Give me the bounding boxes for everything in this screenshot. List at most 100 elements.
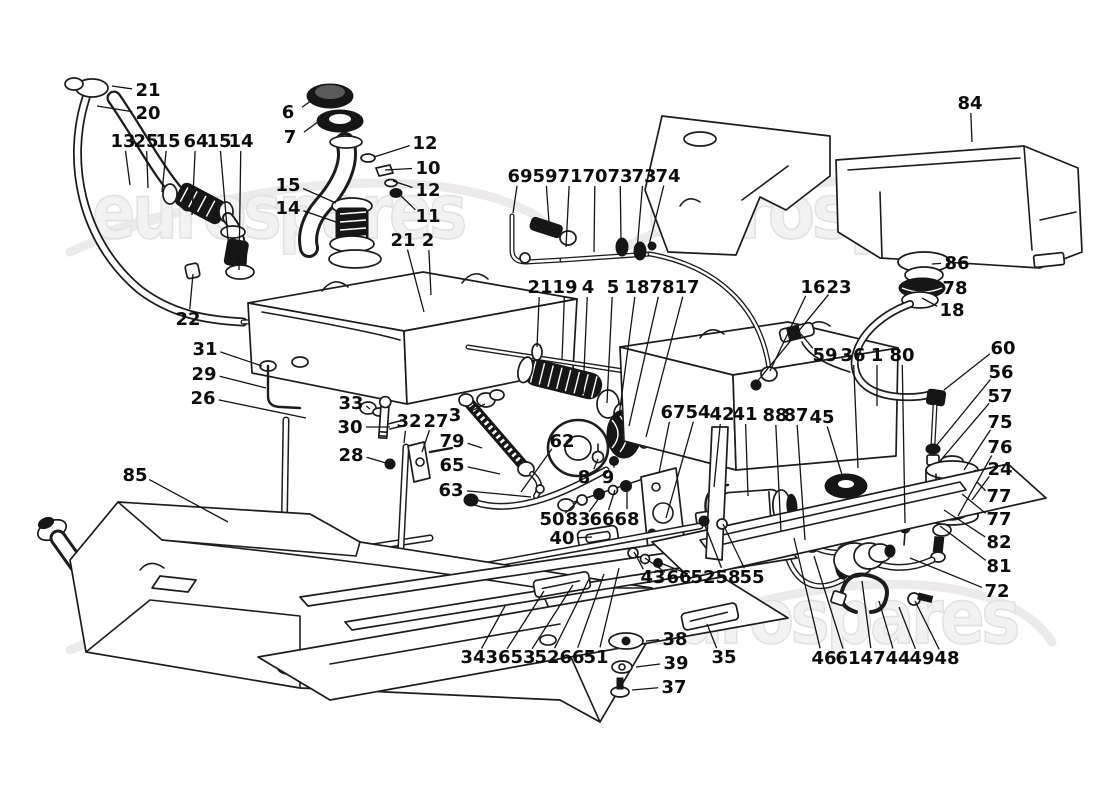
leader-line-36 (506, 590, 545, 650)
leader-line-42 (713, 423, 721, 488)
breather-pipe (465, 343, 627, 374)
part-label-27: 27 (423, 411, 448, 432)
part-label-36: 36 (485, 647, 510, 668)
part-label-79: 79 (439, 431, 464, 452)
leader-line-34 (480, 605, 506, 649)
leader-line-53 (531, 584, 574, 650)
part-label-83: 83 (565, 509, 590, 530)
heat-shield (644, 115, 1083, 269)
leader-line-27 (421, 429, 431, 453)
leader-line-77 (961, 493, 987, 514)
leader-line-65 (467, 466, 501, 475)
part-label-15: 15 (206, 131, 231, 152)
part-label-39: 39 (663, 653, 688, 674)
leader-line-44 (878, 600, 894, 649)
part-label-15: 15 (275, 175, 300, 196)
part-label-14: 14 (228, 131, 253, 152)
leader-line-54 (665, 421, 695, 519)
braided-hose (458, 389, 545, 499)
part-label-31: 31 (192, 339, 217, 360)
part-label-48: 48 (934, 648, 959, 669)
leader-line-48 (914, 600, 940, 650)
part-label-18: 18 (939, 300, 964, 321)
part-label-63: 63 (438, 480, 463, 501)
watermark-text: eurospares (92, 167, 465, 256)
part-label-52: 52 (534, 647, 559, 668)
leader-line-73 (636, 185, 644, 251)
leader-line-75 (963, 429, 991, 471)
leader-line-28 (366, 456, 387, 464)
leader-line-25 (146, 150, 149, 189)
leader-line-78 (929, 285, 940, 288)
leader-line-19 (561, 296, 565, 361)
leader-line-21 (536, 296, 540, 348)
leader-line-74 (648, 185, 665, 246)
leader-line-18 (618, 296, 636, 417)
part-label-61: 61 (835, 648, 860, 669)
part-label-53: 53 (510, 647, 535, 668)
leader-line-18 (921, 297, 938, 307)
leader-line-15 (302, 187, 337, 204)
leader-line-31 (220, 351, 263, 367)
leader-line-60 (943, 353, 991, 391)
leader-line-52 (657, 561, 689, 575)
part-label-78: 78 (942, 278, 967, 299)
part-label-82: 82 (986, 532, 1011, 553)
part-label-41: 41 (732, 404, 757, 425)
part-label-1: 1 (871, 345, 884, 366)
part-label-18: 18 (624, 277, 649, 298)
part-label-40: 40 (549, 528, 574, 549)
leader-line-40 (577, 536, 593, 539)
leader-line-71 (565, 185, 570, 248)
leader-line-3 (469, 403, 486, 413)
leader-line-12 (373, 145, 410, 158)
leader-line-67 (658, 421, 671, 474)
part-label-66: 66 (559, 647, 584, 668)
part-label-11: 11 (415, 206, 440, 227)
part-label-7: 7 (284, 127, 297, 148)
leader-line-66 (607, 489, 616, 511)
part-label-77: 77 (986, 486, 1011, 507)
leader-lines (96, 85, 993, 691)
grommet-hose-right (850, 251, 951, 466)
leader-line-52 (554, 578, 590, 649)
part-label-76: 76 (987, 437, 1012, 458)
part-label-10: 10 (415, 158, 440, 179)
part-label-57: 57 (987, 386, 1012, 407)
part-label-55: 55 (739, 567, 764, 588)
leader-line-21 (406, 249, 425, 313)
part-label-32: 32 (396, 411, 421, 432)
part-label-34: 34 (460, 647, 485, 668)
leader-line-14 (238, 150, 242, 271)
part-label-67: 67 (660, 402, 685, 423)
part-label-88: 88 (762, 405, 787, 426)
leader-line-21 (111, 85, 133, 90)
part-label-5: 5 (607, 277, 620, 298)
vent-pipe-assembly (509, 213, 778, 391)
leader-line-82 (943, 509, 986, 538)
part-label-29: 29 (191, 364, 216, 385)
leader-line-23 (755, 294, 830, 384)
leader-line-80 (901, 364, 906, 524)
part-label-42: 42 (709, 404, 734, 425)
part-label-56: 56 (988, 362, 1013, 383)
part-label-19: 19 (552, 277, 577, 298)
leader-line-79 (467, 442, 483, 449)
leader-line-55 (722, 523, 745, 569)
leader-line-76 (957, 455, 993, 517)
part-label-33: 33 (338, 393, 363, 414)
leader-line-39 (635, 663, 661, 668)
leader-line-72 (909, 557, 983, 589)
part-label-28: 28 (338, 445, 363, 466)
part-label-58: 58 (715, 567, 740, 588)
part-label-21: 21 (135, 80, 160, 101)
part-label-71: 71 (557, 166, 582, 187)
leader-line-35 (706, 623, 718, 649)
part-label-45: 45 (809, 407, 834, 428)
part-label-24: 24 (987, 459, 1012, 480)
part-label-66: 66 (666, 567, 691, 588)
part-label-52: 52 (690, 567, 715, 588)
leader-line-7 (303, 118, 323, 133)
